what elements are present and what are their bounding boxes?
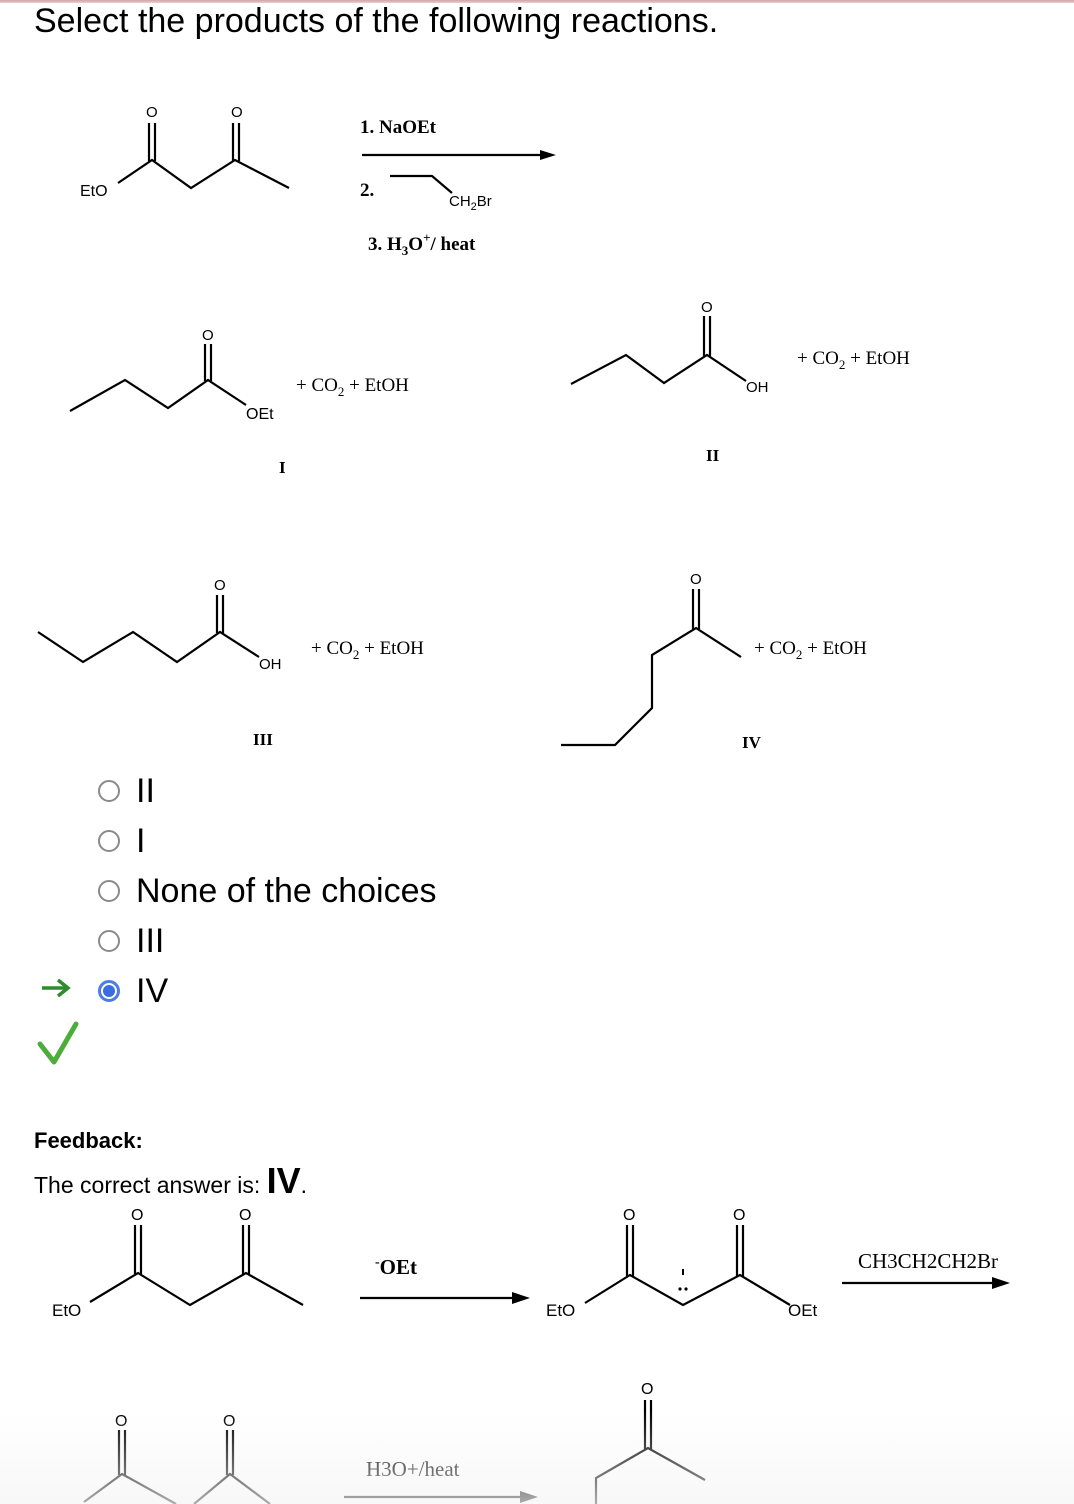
reaction-arrow [362,150,556,160]
feedback-reactant-structure: O O EtO [52,1207,304,1320]
oxygen-label: O [733,1207,745,1224]
choice-IV[interactable]: IV [98,971,168,1011]
choice-none[interactable]: None of the choices [98,871,437,911]
product-I-byproducts: + CO2 + EtOH [296,375,409,399]
oxygen-label: O [146,104,158,121]
product-I-group: OEt [246,406,274,423]
feedback-oet-label: OEt [788,1301,818,1320]
step2-label: 2. [360,180,374,201]
product-I-label: I [279,458,286,477]
feedback-text: The correct answer is: IV. [34,1160,307,1202]
oxygen-label: O [115,1413,127,1430]
step3-label: 3. H3O+/ heat [368,230,476,258]
choice-none-label: None of the choices [136,871,437,910]
product-III-structure: O OH [37,577,282,673]
oxygen-label: O [214,577,226,594]
product-IV-structure: O [561,571,742,747]
oxygen-label: O [231,104,243,121]
oxygen-label: O [701,299,713,316]
feedback-heading: Feedback: [34,1128,143,1153]
feedback-alkyl-halide-label: CH3CH2CH2Br [858,1249,998,1273]
ethyl-fragment [390,174,453,194]
product-III-label: III [253,730,273,749]
check-icon [37,1021,79,1065]
ester-group-label: EtO [80,183,108,200]
product-II-structure: O OH [570,299,769,396]
feedback-eto-label: EtO [546,1301,575,1320]
oxygen-label: O [131,1207,143,1224]
oxygen-label: O [641,1381,653,1398]
choice-III[interactable]: III [98,921,164,961]
product-II-group: OH [746,379,769,396]
choice-III-radio[interactable] [98,930,120,952]
product-IV-label: IV [742,733,762,752]
right-arrow-icon [42,978,71,998]
oxygen-label: O [623,1207,635,1224]
choice-I-label: I [136,821,146,860]
choice-II[interactable]: II [98,771,155,811]
choice-I[interactable]: I [98,821,145,861]
feedback-base-label: -OEt [375,1255,417,1279]
choice-II-label: II [136,771,155,810]
feedback-arrow-2 [842,1277,1010,1289]
feedback-answer: IV [266,1160,301,1201]
product-III-byproducts: + CO2 + EtOH [311,638,424,662]
oxygen-label: O [223,1413,235,1430]
choice-IV-label: IV [136,971,169,1010]
top-border [0,0,1074,3]
choice-I-radio[interactable] [98,830,120,852]
feedback-enolate-structure: O O EtO OEt [546,1207,818,1320]
product-IV-byproducts: + CO2 + EtOH [754,638,867,662]
feedback-period: . [300,1172,308,1198]
choice-II-radio[interactable] [98,780,120,802]
product-II-byproducts: + CO2 + EtOH [797,348,910,372]
question-title: Select the products of the following rea… [34,2,719,40]
reactant-structure: O O EtO [80,104,290,200]
product-I-structure: O OEt [69,327,274,423]
product-III-group: OH [259,656,282,673]
oxygen-label: O [690,571,702,588]
choice-III-label: III [136,921,165,960]
ch2br-label: CH2Br [449,193,492,213]
step1-label: 1. NaOEt [360,117,437,138]
feedback-final-structure: O [594,1381,706,1504]
feedback-alkylated-structure: O O [83,1413,271,1504]
choice-IV-radio[interactable] [98,980,120,1002]
feedback-arrow-3 [344,1491,538,1503]
feedback-acid-label: H3O+/heat [366,1457,460,1481]
feedback-text-prefix: The correct answer is: [34,1172,267,1198]
choice-none-radio[interactable] [98,880,120,902]
feedback-arrow-1 [360,1292,530,1304]
oxygen-label: O [239,1207,251,1224]
feedback-eto-label: EtO [52,1301,81,1320]
oxygen-label: O [202,327,214,344]
product-II-label: II [706,446,720,465]
